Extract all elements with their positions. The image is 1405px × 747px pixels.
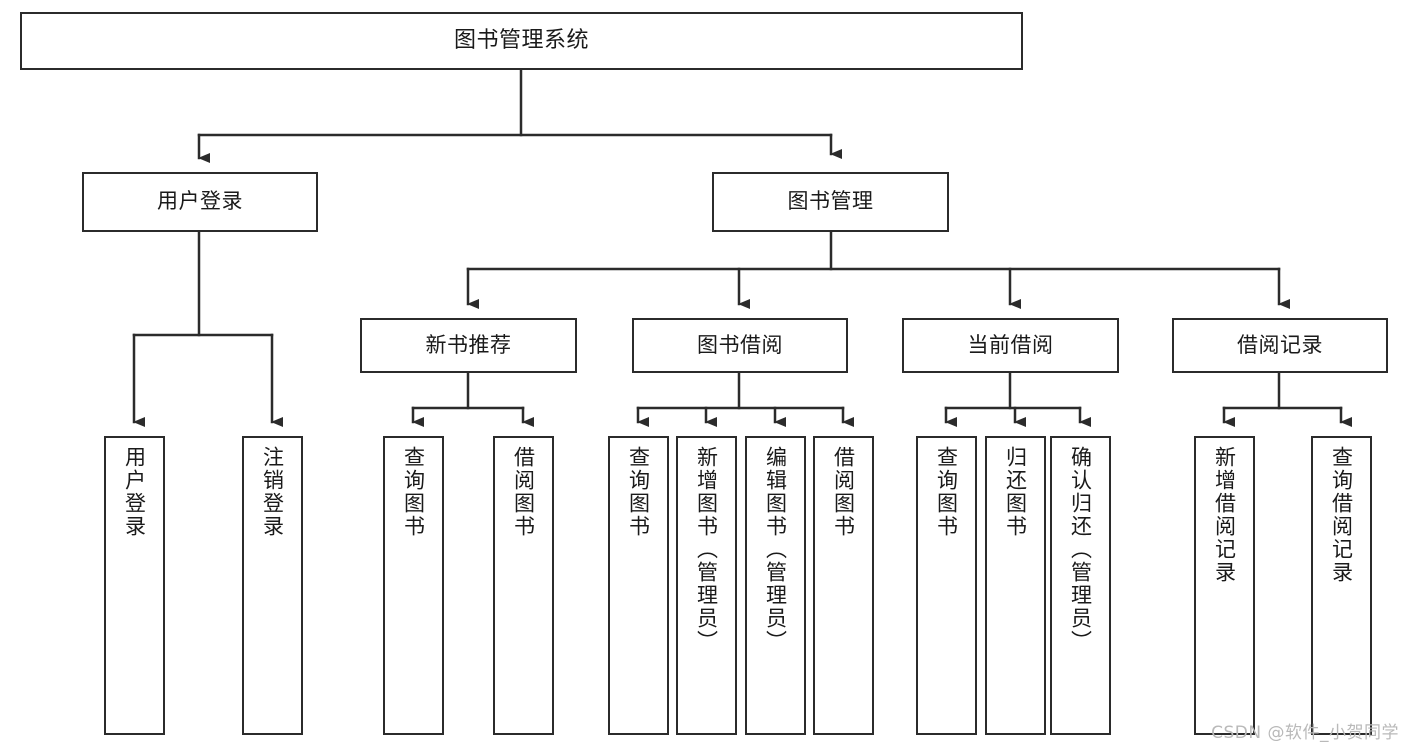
node-book-borrow-label: 图书借阅 [697,332,783,357]
node-user-login[interactable]: 用户登录 [82,172,318,232]
node-current-borrow[interactable]: 当前借阅 [902,318,1119,373]
node-leaf-query-book-recommend[interactable]: 查询图书 [383,436,444,735]
node-leaf-query-borrow-record-label: 查询借阅记录 [1329,446,1354,584]
node-leaf-borrow-book-label: 借阅图书 [831,446,856,538]
node-leaf-query-book-recommend-label: 查询图书 [401,446,426,538]
node-leaf-logout[interactable]: 注销登录 [242,436,303,735]
node-leaf-add-borrow-record[interactable]: 新增借阅记录 [1194,436,1255,735]
node-borrow-records-label: 借阅记录 [1237,332,1323,357]
node-leaf-return-book-label: 归还图书 [1003,446,1028,538]
node-new-book-recommend[interactable]: 新书推荐 [360,318,577,373]
node-leaf-query-book-current-label: 查询图书 [934,446,959,538]
node-leaf-edit-book-admin-label: 编辑图书（管理员） [763,446,788,653]
node-user-login-label: 用户登录 [157,189,243,214]
node-new-book-recommend-label: 新书推荐 [425,332,512,357]
node-leaf-return-book[interactable]: 归还图书 [985,436,1046,735]
node-leaf-user-login[interactable]: 用户登录 [104,436,165,735]
node-leaf-confirm-return-admin-label: 确认归还（管理员） [1068,446,1093,653]
node-current-borrow-label: 当前借阅 [967,332,1054,357]
node-leaf-edit-book-admin[interactable]: 编辑图书（管理员） [745,436,806,735]
node-book-management-label: 图书管理 [787,189,874,214]
node-root-label: 图书管理系统 [453,27,589,53]
node-leaf-logout-label: 注销登录 [260,446,285,538]
node-leaf-query-book-borrow-label: 查询图书 [626,446,651,538]
node-leaf-borrow-book[interactable]: 借阅图书 [813,436,874,735]
node-leaf-query-book-current[interactable]: 查询图书 [916,436,977,735]
node-leaf-borrow-book-recommend[interactable]: 借阅图书 [493,436,554,735]
node-root-book-management-system[interactable]: 图书管理系统 [20,12,1023,70]
node-leaf-add-book-admin[interactable]: 新增图书（管理员） [676,436,737,735]
node-borrow-records[interactable]: 借阅记录 [1172,318,1388,373]
node-leaf-query-book-borrow[interactable]: 查询图书 [608,436,669,735]
node-book-management[interactable]: 图书管理 [712,172,949,232]
node-leaf-add-book-admin-label: 新增图书（管理员） [694,446,719,653]
node-leaf-borrow-book-recommend-label: 借阅图书 [511,446,536,538]
node-leaf-user-login-label: 用户登录 [122,446,147,538]
node-leaf-confirm-return-admin[interactable]: 确认归还（管理员） [1050,436,1111,735]
csdn-watermark: CSDN @软件_小贺同学 [1211,723,1399,743]
node-book-borrow[interactable]: 图书借阅 [632,318,848,373]
node-leaf-add-borrow-record-label: 新增借阅记录 [1212,446,1237,584]
node-leaf-query-borrow-record[interactable]: 查询借阅记录 [1311,436,1372,735]
